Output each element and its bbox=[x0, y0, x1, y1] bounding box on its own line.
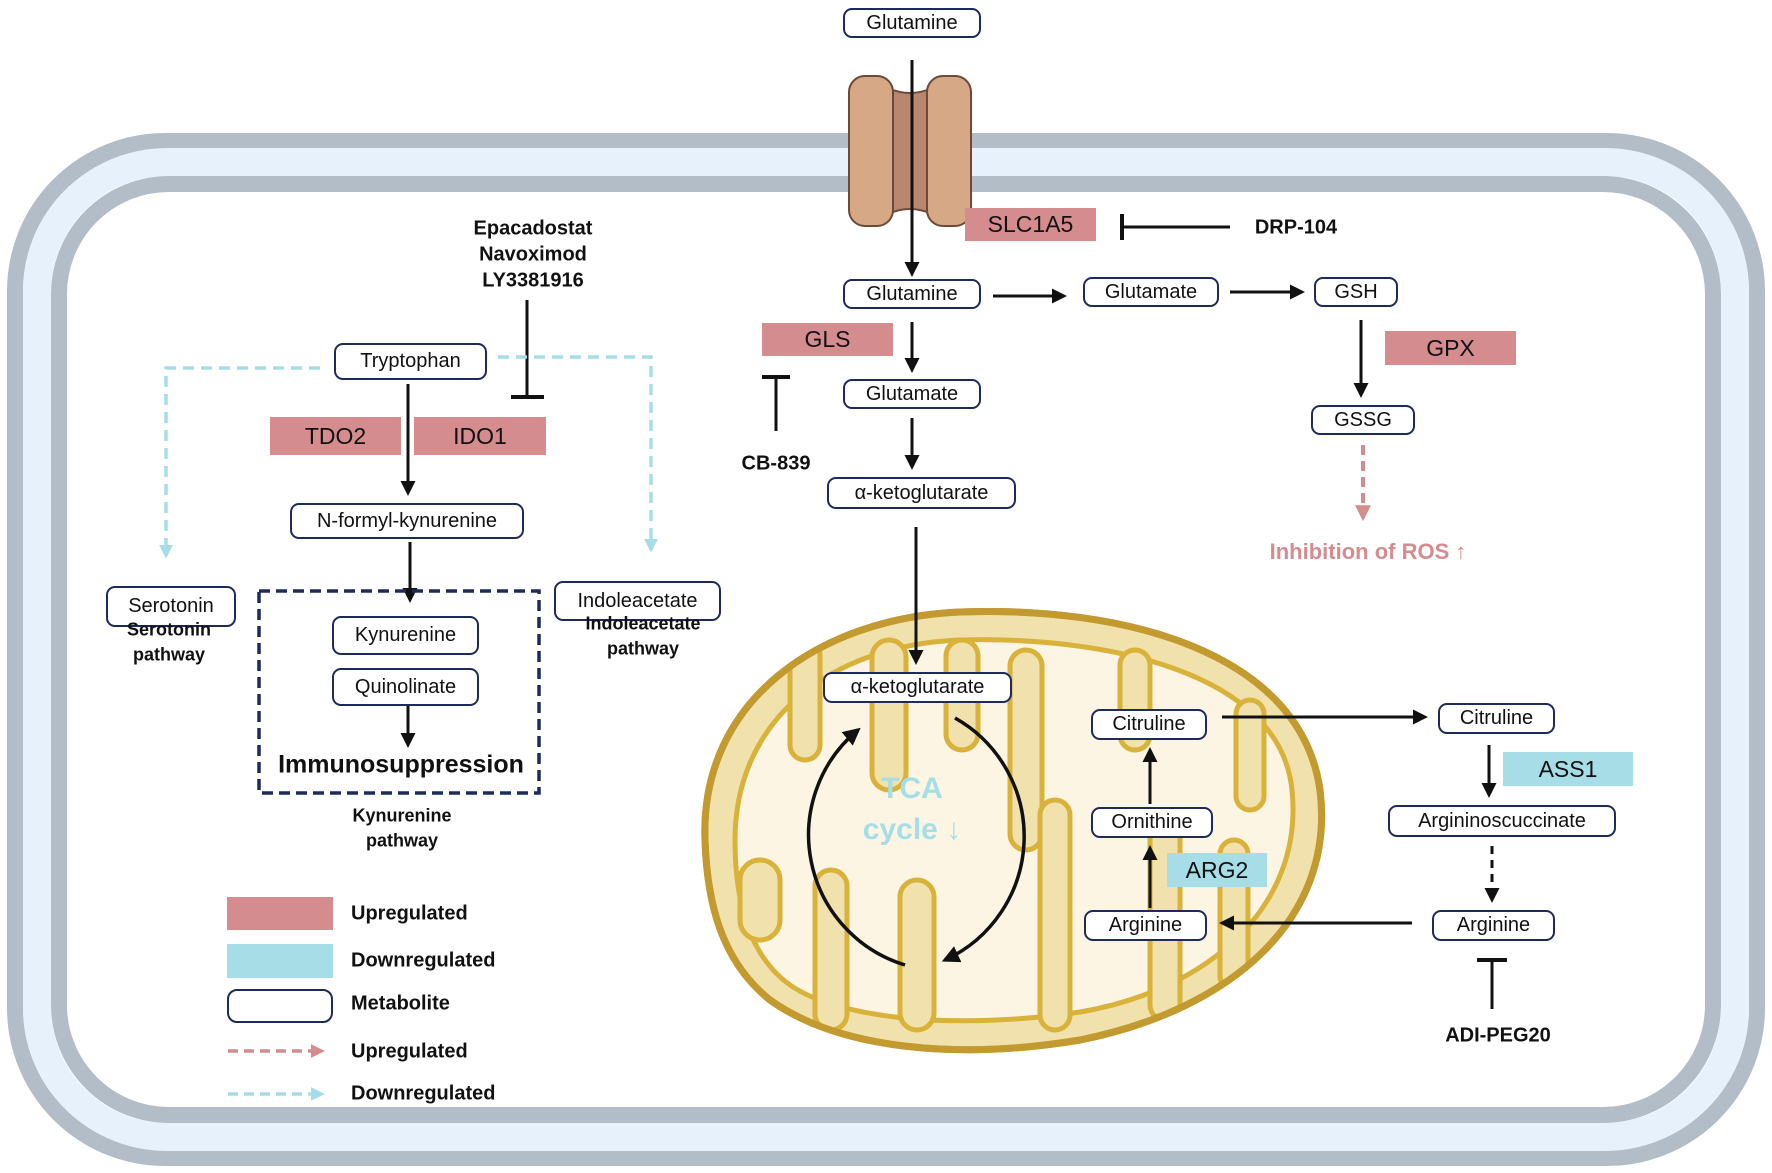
mitochondrion bbox=[701, 608, 1325, 1054]
metabolite-ornithine: Ornithine bbox=[1091, 807, 1213, 838]
pathway-label-serotonin-line2: pathway bbox=[132, 644, 206, 665]
metabolite-alpha-ketoglutarate-cytosol: α-ketoglutarate bbox=[827, 477, 1016, 509]
pathway-label-indoleacetate-line2: pathway bbox=[606, 638, 680, 659]
legend-upregulated-swatch bbox=[227, 897, 333, 930]
downregulated-dashed-arrow bbox=[159, 366, 320, 559]
pathway-label-kynurenine-line2: pathway bbox=[365, 830, 439, 851]
enzyme-gls: GLS bbox=[762, 323, 893, 356]
metabolite-arginine-cytosol: Arginine bbox=[1432, 910, 1555, 941]
pathway-label-indoleacetate-line1: Indoleacetate bbox=[585, 613, 701, 634]
metabolite-citruline-cytosol: Citruline bbox=[1438, 703, 1555, 734]
metabolite-serotonin: Serotonin bbox=[106, 586, 236, 627]
metabolite-n-formyl-kynurenine: N-formyl-kynurenine bbox=[290, 503, 524, 539]
drug-drp-104: DRP-104 bbox=[1254, 216, 1338, 239]
enzyme-gpx: GPX bbox=[1385, 331, 1516, 365]
enzyme-tdo2: TDO2 bbox=[270, 417, 401, 455]
metabolite-glutamate: Glutamate bbox=[843, 379, 981, 409]
metabolite-argininosuccinate: Argininoscuccinate bbox=[1388, 805, 1616, 837]
metabolite-alpha-ketoglutarate-mito: α-ketoglutarate bbox=[823, 672, 1012, 703]
kynurenine-pathway-box bbox=[257, 589, 541, 795]
metabolite-gssg: GSSG bbox=[1311, 405, 1415, 435]
drug-ly3381916: LY3381916 bbox=[482, 269, 584, 292]
tca-cycle-label-line1: TCA bbox=[881, 772, 943, 805]
metabolite-indoleacetate: Indoleacetate bbox=[554, 581, 721, 621]
transporter-icon bbox=[848, 75, 972, 227]
metabolite-citruline-mito: Citruline bbox=[1091, 709, 1207, 740]
outcome-immunosuppression: Immunosuppression bbox=[278, 750, 524, 779]
metabolite-glutamine-extracellular: Glutamine bbox=[843, 8, 981, 38]
metabolite-kynurenine: Kynurenine bbox=[332, 616, 479, 655]
metabolite-glutamate-gsh-branch: Glutamate bbox=[1083, 277, 1219, 307]
metabolite-tryptophan: Tryptophan bbox=[334, 343, 487, 380]
drug-cb-839: CB-839 bbox=[741, 452, 811, 475]
drug-adi-peg20: ADI-PEG20 bbox=[1445, 1024, 1551, 1047]
metabolite-glutamine: Glutamine bbox=[843, 279, 981, 309]
legend-label-upregulated: Upregulated bbox=[351, 902, 468, 925]
pathway-label-serotonin-line1: Serotonin bbox=[127, 619, 211, 640]
legend-label-downregulated: Downregulated bbox=[351, 949, 496, 972]
enzyme-ass1: ASS1 bbox=[1503, 752, 1633, 786]
legend-label-metabolite: Metabolite bbox=[351, 992, 450, 1015]
legend-label-upregulated-arrow: Upregulated bbox=[351, 1040, 468, 1063]
enzyme-arg2: ARG2 bbox=[1167, 853, 1267, 887]
pathway-label-kynurenine-line1: Kynurenine bbox=[352, 805, 452, 826]
drug-navoximod: Navoximod bbox=[479, 243, 587, 266]
tca-cycle-label-line2: cycle ↓ bbox=[862, 813, 962, 846]
enzyme-slc1a5: SLC1A5 bbox=[965, 208, 1096, 241]
legend-metabolite-swatch bbox=[227, 989, 333, 1023]
downregulated-dashed-arrow bbox=[498, 355, 658, 553]
legend-downregulated-swatch bbox=[227, 944, 333, 978]
tca-cycle-arrow bbox=[806, 727, 906, 967]
legend-label-downregulated-arrow: Downregulated bbox=[351, 1082, 496, 1105]
outcome-ros-inhibition: Inhibition of ROS ↑ bbox=[1269, 539, 1467, 564]
enzyme-ido1: IDO1 bbox=[414, 417, 546, 455]
metabolite-arginine-mito: Arginine bbox=[1084, 910, 1207, 941]
metabolite-gsh: GSH bbox=[1314, 277, 1398, 307]
metabolite-quinolinate: Quinolinate bbox=[332, 668, 479, 706]
tca-cycle-arrow bbox=[941, 716, 1026, 963]
drug-epacadostat: Epacadostat bbox=[473, 217, 593, 240]
